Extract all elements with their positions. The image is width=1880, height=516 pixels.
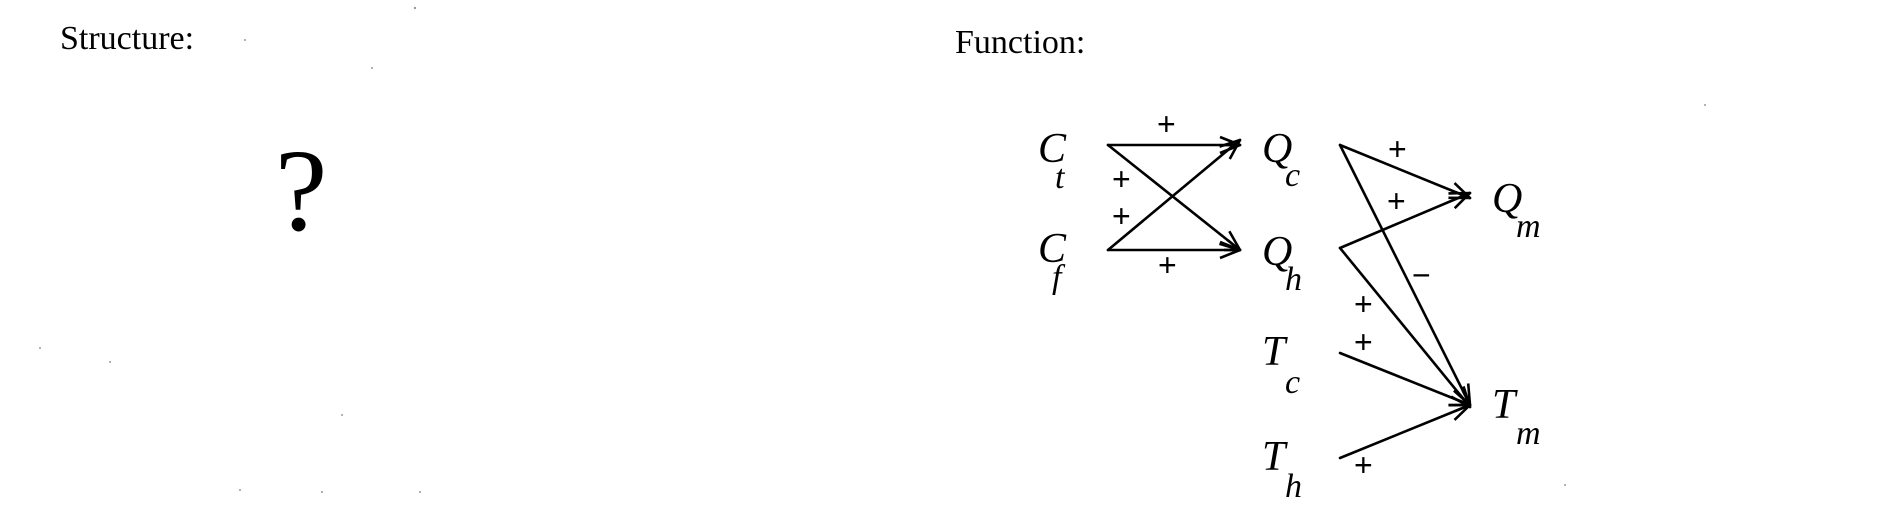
scan-speck (39, 347, 41, 349)
node-ct: C t (1038, 126, 1067, 196)
sign-ct-qh: + (1112, 161, 1131, 197)
svg-text:Q: Q (1262, 126, 1292, 172)
edge-th-tm (1338, 403, 1472, 460)
edge-qh-tm (1338, 246, 1472, 409)
sign-tc-tm: + (1354, 324, 1373, 360)
node-qh: Q h (1262, 229, 1302, 298)
structure-heading: Structure: (60, 20, 195, 57)
node-tc: T c (1262, 329, 1300, 401)
unknown-structure-mark: ? (275, 125, 328, 256)
svg-text:C: C (1038, 126, 1067, 172)
node-th: T h (1262, 434, 1302, 505)
scan-speck (321, 491, 323, 493)
svg-text:h: h (1285, 468, 1302, 505)
svg-text:m: m (1516, 415, 1541, 452)
edge-qh-qm (1338, 191, 1472, 250)
edge-qc-qm (1338, 143, 1472, 200)
scan-speck (109, 361, 111, 363)
sign-qh-tm: + (1354, 286, 1373, 322)
svg-text:Q: Q (1492, 176, 1522, 222)
svg-text:T: T (1262, 329, 1288, 375)
svg-text:T: T (1262, 434, 1288, 480)
scan-speck (371, 67, 373, 69)
svg-text:C: C (1038, 226, 1067, 272)
sign-ct-qc: + (1157, 106, 1176, 142)
scan-speck (244, 39, 246, 41)
edge-cf-qc (1106, 138, 1242, 252)
edge-tc-tm (1338, 351, 1472, 407)
node-cf: C f (1038, 226, 1067, 296)
sign-cf-qc: + (1112, 198, 1131, 234)
svg-text:T: T (1492, 382, 1518, 428)
svg-text:c: c (1285, 157, 1300, 194)
sign-qh-qm: + (1387, 183, 1406, 219)
edge-ct-qh (1106, 143, 1242, 252)
svg-text:m: m (1516, 208, 1541, 245)
scan-speck (1564, 484, 1566, 486)
sign-th-tm: + (1354, 447, 1373, 483)
svg-text:t: t (1055, 159, 1066, 196)
sign-qc-qm: + (1388, 131, 1407, 167)
scan-speck (1704, 104, 1706, 106)
svg-text:c: c (1285, 364, 1300, 401)
sign-cf-qh: + (1158, 247, 1177, 283)
sign-qc-tm: − (1412, 257, 1431, 293)
node-tm: T m (1492, 382, 1541, 452)
scan-speck (239, 489, 241, 491)
scan-speck (419, 491, 421, 493)
scan-speck (413, 6, 417, 10)
scan-speck (341, 414, 343, 416)
svg-text:h: h (1285, 261, 1302, 298)
node-qc: Q c (1262, 126, 1300, 194)
node-qm: Q m (1492, 176, 1541, 245)
function-heading: Function: (955, 24, 1086, 61)
svg-text:Q: Q (1262, 229, 1292, 275)
edge-qc-tm (1338, 143, 1472, 407)
